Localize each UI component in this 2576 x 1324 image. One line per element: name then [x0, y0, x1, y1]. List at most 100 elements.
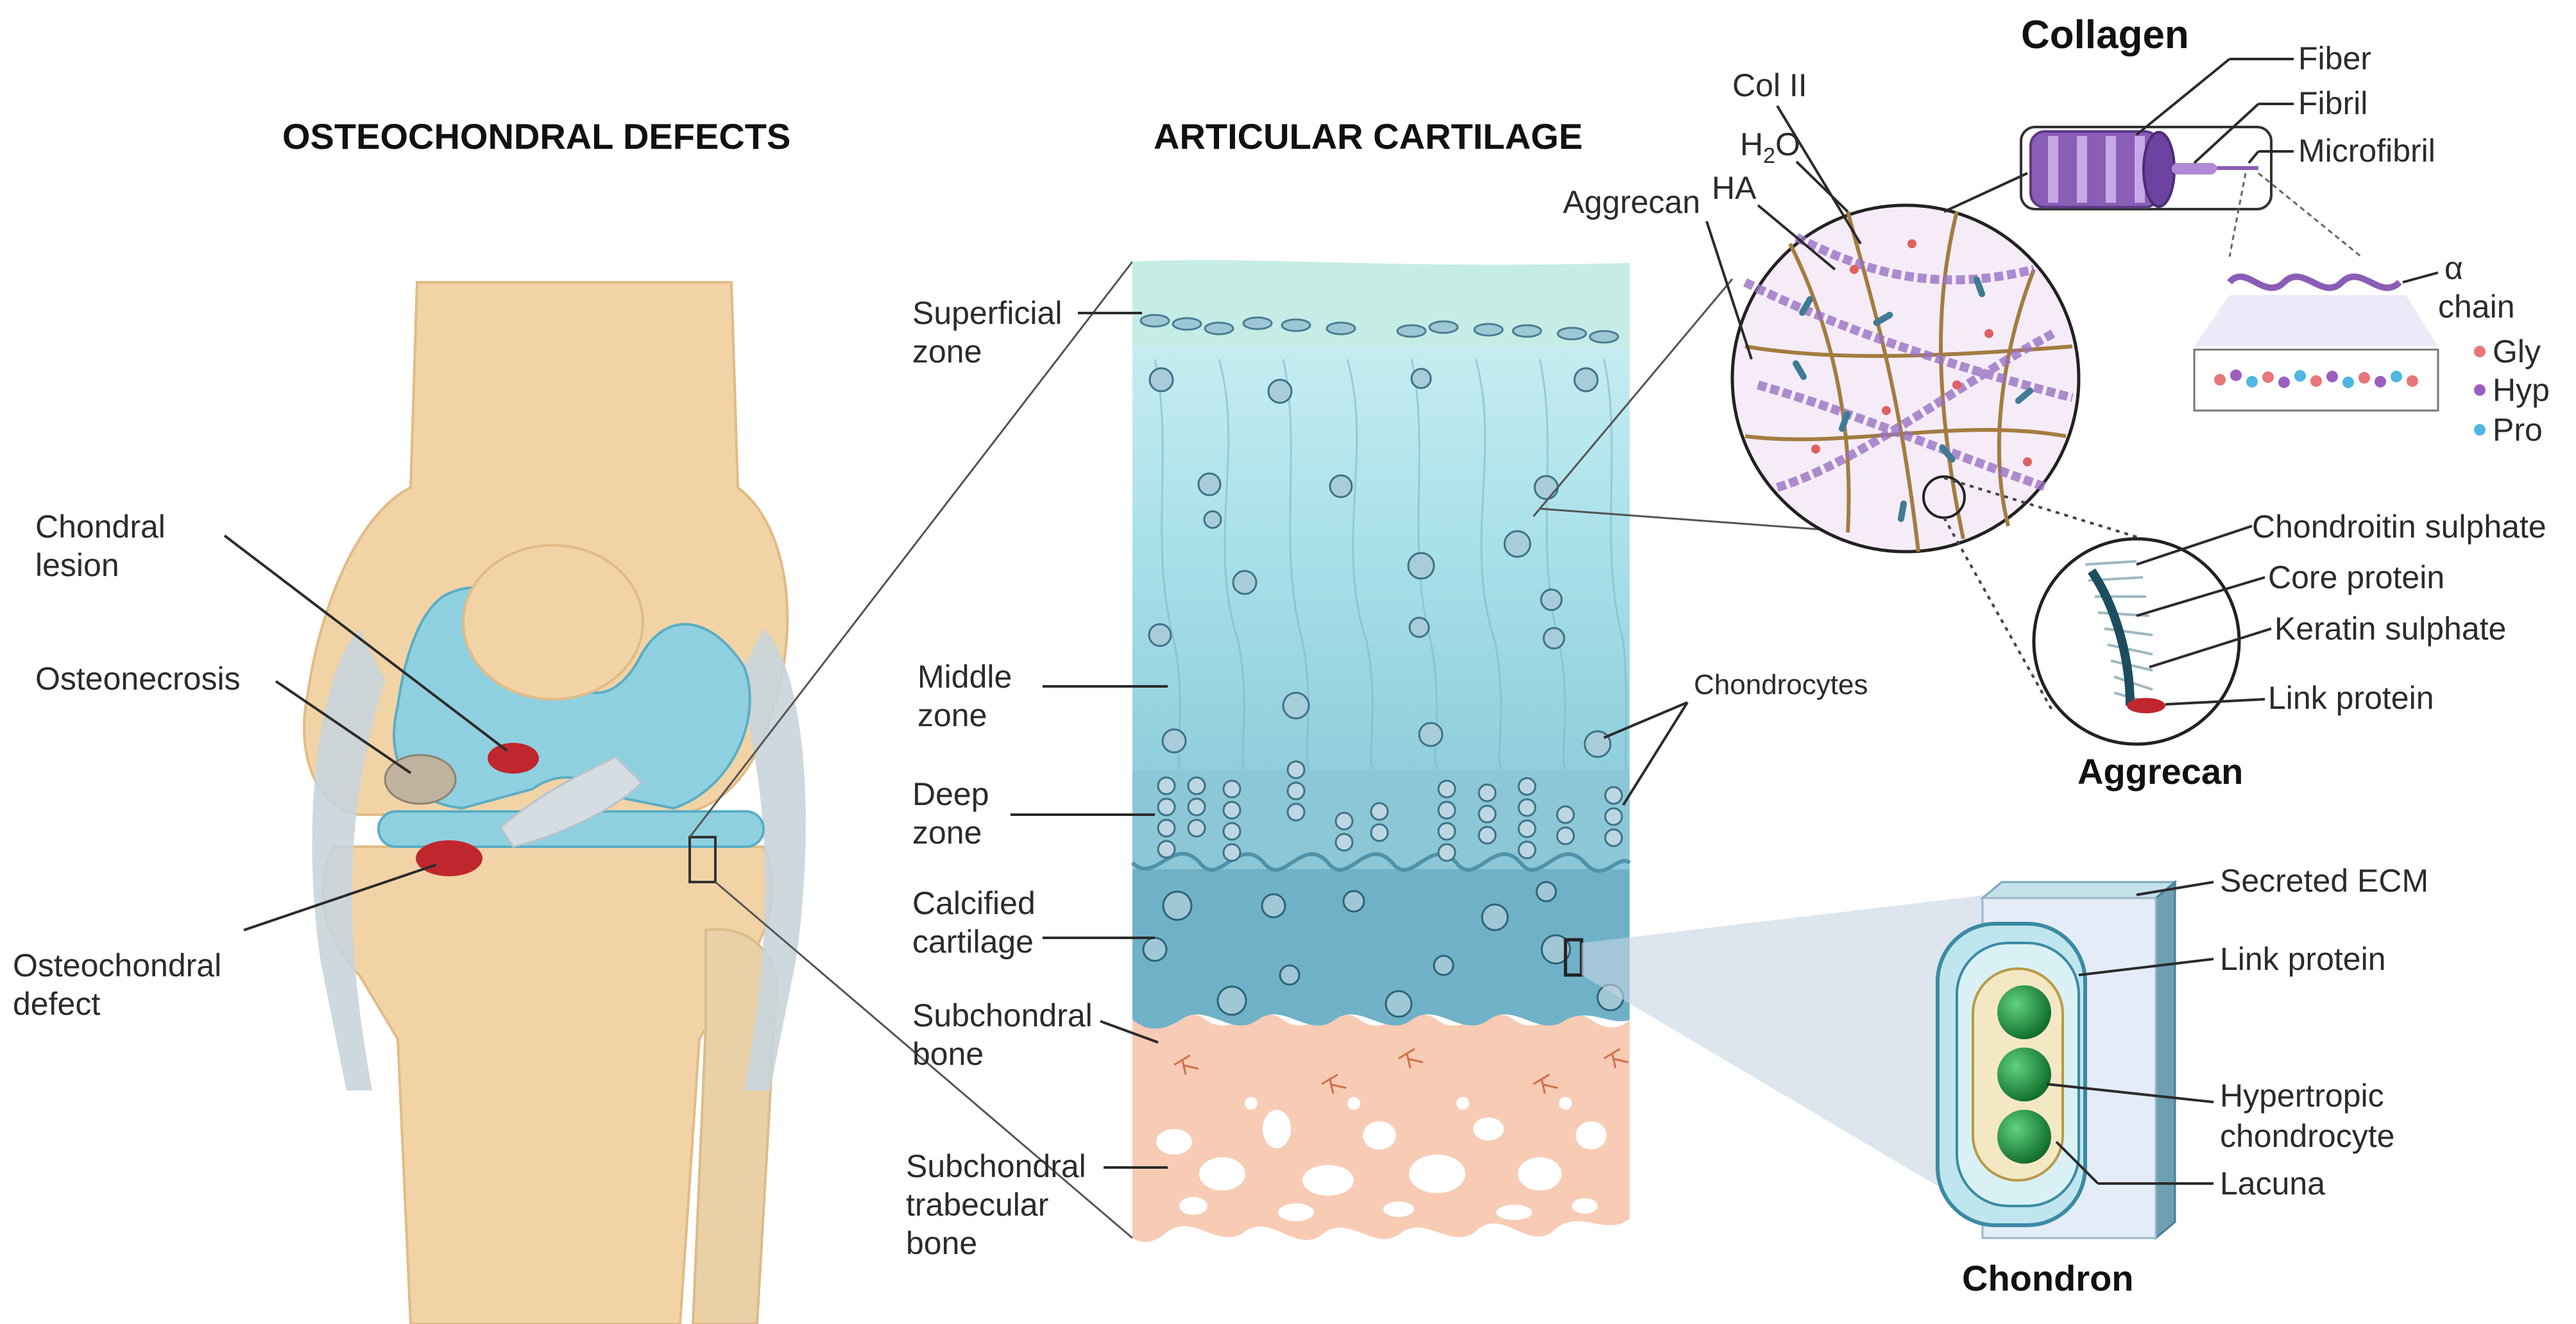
- pro-label: Pro: [2493, 412, 2543, 448]
- chondroitin-leader: [2136, 525, 2253, 566]
- hypertropic-label-1: Hypertropic: [2220, 1078, 2384, 1114]
- middle-zone-label-2: zone: [917, 697, 987, 733]
- chondron-illustration: [1936, 879, 2178, 1241]
- chondral-lesion-label-2: lesion: [35, 547, 119, 583]
- subchondral-bone-leader: [1100, 1020, 1159, 1044]
- superficial-zone-layer: [1132, 260, 1630, 346]
- ecm-leader: [2136, 881, 2214, 896]
- cartilage-column: [1130, 260, 1631, 1243]
- alpha-chain-label-2: chain: [2438, 289, 2515, 325]
- osteochondral-defects-heading: OSTEOCHONDRAL DEFECTS: [282, 116, 790, 157]
- link-protein-aggrecan-leader: [2165, 698, 2265, 706]
- calcified-cartilage-label-1: Calcified: [912, 885, 1036, 921]
- middle-zone-layer: [1132, 321, 1630, 770]
- chondrocytes-leader-1: [1603, 701, 1688, 739]
- h2o-label-subscript: 2: [1763, 144, 1775, 168]
- calcified-cartilage-label-2: cartilage: [912, 924, 1034, 960]
- calcified-chondrocytes: [1142, 881, 1625, 1018]
- osteocytes: [1173, 1048, 1629, 1094]
- osteochondral-defect-label-1: Osteochondral: [13, 947, 221, 983]
- gly-label: Gly: [2493, 334, 2541, 369]
- alpha-chain-label-1: α: [2444, 250, 2463, 286]
- link-protein-aggrecan-label: Link protein: [2268, 680, 2434, 716]
- patella: [462, 544, 644, 700]
- aggrecan-magnification-circle: [2032, 537, 2241, 746]
- aggrecan-heading: Aggrecan: [2077, 751, 2243, 792]
- matrix-zoom-line-2: [1539, 507, 1861, 534]
- microfibril-label: Microfibril: [2298, 133, 2435, 169]
- chondral-lesion: [488, 743, 539, 774]
- hyp-label: Hyp: [2493, 372, 2550, 408]
- chondrocyte-3: [1997, 1110, 2051, 1164]
- osteonecrosis-label: Osteonecrosis: [35, 661, 241, 697]
- superficial-chondrocytes: [1139, 314, 1619, 344]
- osteochondral-defect-label-2: defect: [13, 986, 100, 1022]
- knee-joint-illustration: [303, 281, 806, 1324]
- chondrocytes-label: Chondrocytes: [1694, 669, 1868, 700]
- col-ii-leader: [1776, 105, 1862, 245]
- tidemark: [1130, 851, 1631, 873]
- gly-swatch: [2474, 346, 2486, 357]
- lacuna-leader: [2055, 1141, 2099, 1185]
- deep-zone-label-2: zone: [912, 815, 982, 851]
- hypertropic-leader: [2046, 1083, 2214, 1103]
- deep-zone-label-1: Deep: [912, 776, 989, 812]
- aggrecan-zoom-line-1: [1943, 477, 2144, 540]
- chondron-heading: Chondron: [1962, 1258, 2133, 1298]
- fiber-cross-section: [2142, 131, 2176, 208]
- chondral-lesion-label-1: Chondral: [35, 509, 166, 545]
- chondron-zoom-wedge: [1582, 892, 2015, 1232]
- lacuna-label: Lacuna: [2220, 1166, 2325, 1201]
- collagen-heading: Collagen: [2021, 13, 2189, 57]
- articular-cartilage-heading: ARTICULAR CARTILAGE: [1154, 116, 1583, 157]
- subchondral-bone-label-2: bone: [912, 1036, 984, 1072]
- fiber-leader: [2135, 58, 2231, 136]
- trabecular-bone-label-1: Subchondral: [906, 1148, 1086, 1184]
- h2o-label-h: H: [1740, 126, 1763, 162]
- matrix-zoom-line-1: [1532, 278, 1734, 517]
- osteochondral-defect-lesion: [416, 840, 482, 876]
- core-protein-label: Core protein: [2268, 559, 2444, 595]
- microfibril-leader: [2248, 150, 2260, 164]
- core-protein: [2088, 568, 2135, 706]
- ha-leader: [1757, 204, 1836, 271]
- alpha-chain-helix: [2227, 273, 2402, 291]
- collagen-fibre-pointer: [1943, 172, 2028, 213]
- h2o-label: H2O: [1740, 126, 1800, 168]
- core-protein-leader: [2136, 576, 2265, 617]
- keratin-leader: [2149, 627, 2272, 668]
- h2o-leader: [1795, 160, 1849, 213]
- lateral-ligament: [738, 629, 806, 1091]
- col-ii-label: Col II: [1732, 67, 1807, 103]
- matrix-aggrecan-leader: [1705, 221, 1753, 360]
- ha-label: HA: [1712, 170, 1757, 206]
- chondral-lesion-leader: [223, 534, 508, 752]
- link-protein-aggrecan: [2127, 698, 2165, 713]
- chondron-link-label: Link protein: [2220, 941, 2386, 977]
- middle-chondrocytes: [1148, 367, 1612, 758]
- osteochondral-defect-leader: [243, 863, 437, 931]
- osteonecrosis-leader: [275, 680, 412, 774]
- calcified-cartilage-layer: [1132, 853, 1630, 1029]
- fiber-label: Fiber: [2298, 40, 2371, 76]
- trabecular-bone-label-2: trabecular: [906, 1187, 1048, 1223]
- hypertropic-label-2: chondrocyte: [2220, 1118, 2394, 1154]
- chondroitin-label: Chondroitin sulphate: [2252, 509, 2546, 545]
- cruciate-ligament: [499, 756, 644, 848]
- chondron-link-leader: [2078, 958, 2214, 976]
- keratin-label: Keratin sulphate: [2274, 611, 2506, 647]
- secreted-ecm-label: Secreted ECM: [2220, 863, 2428, 899]
- deep-chondrocyte-columns: [1157, 760, 1623, 862]
- subchondral-bone-label-1: Subchondral: [912, 997, 1093, 1033]
- superficial-zone-label-1: Superficial: [912, 295, 1062, 331]
- zoom-line-bottom: [715, 881, 1133, 1239]
- matrix-magnification-circle: [1730, 203, 2081, 554]
- sample-box: [688, 836, 717, 883]
- chondrocyte-1: [1997, 985, 2051, 1039]
- trabecular-bone-label-3: bone: [906, 1225, 977, 1261]
- zoom-line-top: [688, 261, 1134, 838]
- h2o-label-o: O: [1775, 126, 1800, 162]
- amino-acid-beads: [2214, 369, 2418, 388]
- aggrecan-zoom-line-2: [1943, 517, 2054, 713]
